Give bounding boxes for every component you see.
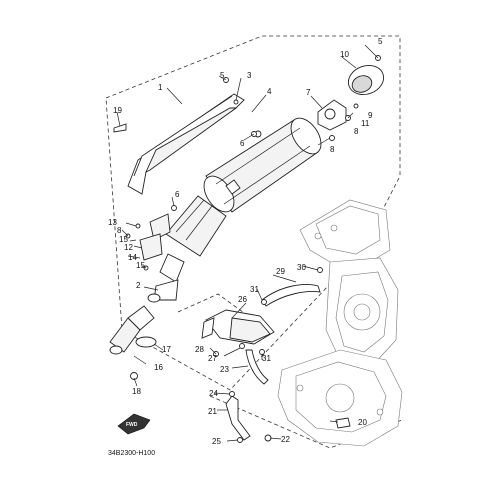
fasteners [113, 55, 381, 443]
callout-20: 20 [358, 418, 367, 427]
callout-21: 21 [208, 407, 217, 416]
callout-15a: 15 [119, 235, 128, 244]
callout-labels: 1 2 3 4 5 5 6 6 7 8 8 8 9 10 11 12 13 14… [108, 37, 383, 446]
forward-direction-arrow: FWD [117, 413, 151, 435]
callout-3: 3 [247, 71, 252, 80]
callout-25: 25 [212, 437, 221, 446]
callout-7: 7 [306, 88, 311, 97]
assembly-boundary [105, 35, 401, 391]
callout-24: 24 [209, 389, 218, 398]
air-hose-29 [261, 284, 321, 307]
callout-18: 18 [132, 387, 141, 396]
exhaust-pipe-joint [109, 305, 155, 355]
callout-17: 17 [162, 345, 171, 354]
callout-29: 29 [276, 267, 285, 276]
callout-30: 30 [297, 263, 306, 272]
callout-6b: 6 [175, 190, 180, 199]
callout-27: 27 [208, 354, 217, 363]
air-hose-23 [245, 349, 269, 385]
callout-8b: 8 [354, 127, 359, 136]
muffler-protector [127, 93, 245, 195]
callout-9: 9 [368, 111, 373, 120]
callout-8a: 8 [330, 145, 335, 154]
callout-14: 14 [128, 253, 137, 262]
callout-5b: 5 [378, 37, 383, 46]
callout-13: 13 [108, 218, 117, 227]
gasket-17 [135, 336, 157, 348]
callout-2: 2 [136, 281, 141, 290]
callout-19: 19 [113, 106, 122, 115]
callout-31a: 31 [250, 285, 259, 294]
exhaust-pipe-catalyst [147, 195, 227, 303]
fwd-label: FWD [126, 422, 138, 428]
bracket-21 [225, 395, 251, 441]
tail-pipe-cap [317, 65, 385, 131]
callout-1: 1 [158, 83, 163, 92]
engine-crankcase [277, 199, 403, 447]
callout-10: 10 [340, 50, 349, 59]
callout-11: 11 [361, 119, 370, 128]
callout-4: 4 [267, 87, 272, 96]
heat-shield-front [139, 213, 171, 261]
callout-26: 26 [238, 295, 247, 304]
bolt-20 [335, 417, 351, 429]
callout-5a: 5 [220, 71, 225, 80]
air-induction-valve [201, 309, 275, 345]
callout-16: 16 [154, 363, 163, 372]
callout-15b: 15 [136, 261, 145, 270]
diagram-code: 34B2300-H100 [108, 450, 155, 457]
callout-6a: 6 [240, 139, 245, 148]
callout-28: 28 [195, 345, 204, 354]
callout-31b: 31 [262, 354, 271, 363]
leader-lines [116, 44, 379, 442]
callout-12: 12 [124, 243, 133, 252]
callout-22: 22 [281, 435, 290, 444]
muffler [203, 117, 322, 213]
callout-8c: 8 [117, 226, 122, 235]
callout-23: 23 [220, 365, 229, 374]
